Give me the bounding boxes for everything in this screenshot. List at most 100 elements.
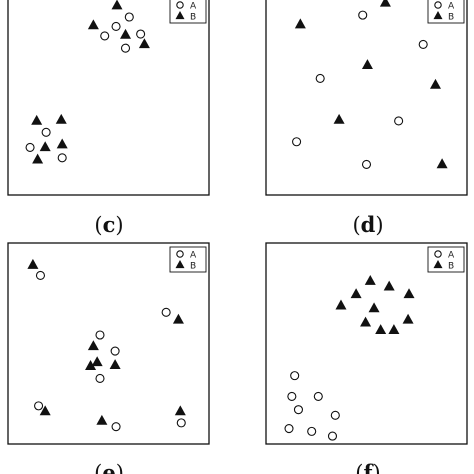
point-b-marker [383,280,395,291]
panel-f-points [284,274,415,441]
point-b-marker [96,414,108,425]
point-b-marker [402,313,414,324]
legend-box [427,246,465,273]
point-b-marker [120,28,132,39]
panel-c: AB (c) [7,0,210,237]
point-a-marker [327,431,338,441]
point-b-marker [172,313,184,324]
legend-b-icon [175,10,185,20]
panel-d-caption-letter: d [361,212,376,237]
legend-a-label: A [448,251,455,261]
point-a-marker [330,410,340,420]
panel-f: AB (f) [265,242,468,474]
point-b-marker [429,78,441,89]
point-a-marker [120,43,131,53]
panel-f-legend: AB [427,246,465,273]
panel-e-frame [7,242,210,445]
point-b-marker [55,113,67,124]
point-b-marker [335,299,347,310]
legend-box [169,246,207,273]
point-a-marker [292,137,302,147]
panel-c-caption-close: ) [115,213,123,237]
panel-c-frame [7,0,210,196]
point-a-marker [307,426,317,436]
legend-box [169,0,207,24]
legend-a-label: A [448,2,455,12]
point-a-marker [394,116,404,126]
panel-c-points [25,0,150,164]
panel-f-caption-close: ) [373,461,381,474]
point-a-marker [57,153,67,163]
point-a-marker [293,405,304,415]
point-a-marker [287,391,297,401]
panel-f-frame [265,242,468,445]
legend-b-icon [433,10,443,20]
point-b-marker [294,18,306,29]
panel-e-caption: (e) [94,460,124,474]
point-b-marker [91,356,103,367]
point-a-marker [284,423,294,434]
point-a-marker [361,159,372,169]
legend-b-label: B [448,262,454,272]
point-b-marker [56,138,68,149]
point-b-marker [388,324,400,335]
point-a-marker [41,127,51,137]
point-a-marker [95,373,105,384]
panel-d-legend: AB [427,0,465,24]
point-a-marker [110,346,120,356]
legend-a-label: A [190,251,197,261]
point-a-marker [111,21,121,32]
panel-c-legend: AB [169,0,207,24]
panel-e-caption-letter: e [102,460,115,474]
panel-e-caption-close: ) [116,461,124,474]
point-a-marker [95,330,105,340]
legend-a-icon [176,250,184,258]
point-b-marker [361,59,373,69]
point-b-marker [87,19,99,30]
point-b-marker [32,153,44,164]
point-a-marker [176,418,186,428]
point-a-marker [358,10,368,20]
point-a-marker [418,39,428,49]
point-b-marker [375,324,387,335]
point-b-marker [174,405,186,416]
legend-box [427,0,465,24]
panel-d: AB (d) [265,0,468,237]
point-a-marker [111,422,121,432]
point-a-marker [315,73,325,83]
panel-f-caption: (f) [355,460,380,474]
point-a-marker [25,142,35,152]
point-a-marker [124,12,134,22]
point-b-marker [364,274,376,285]
legend-b-icon [175,259,185,269]
panel-e-points [27,258,186,432]
panel-d-points [292,0,448,169]
point-a-marker [313,391,323,401]
panel-f-caption-letter: f [363,460,374,474]
panel-e-caption-open: ( [94,461,102,474]
legend-b-label: B [448,13,454,23]
legend-b-label: B [190,262,196,272]
point-b-marker [350,288,362,299]
point-b-marker [39,141,51,152]
point-b-marker [85,360,97,370]
point-a-marker [35,270,46,281]
point-b-marker [360,316,372,327]
legend-a-icon [434,1,442,9]
legend-a-icon [434,250,442,258]
point-a-marker [100,31,110,41]
legend-b-icon [433,259,443,269]
point-a-marker [34,401,44,411]
point-b-marker [436,158,448,169]
point-b-marker [368,302,380,313]
panel-e-legend: AB [169,246,207,273]
panel-c-caption: (c) [94,212,123,237]
legend-b-label: B [190,13,196,23]
panel-d-caption: (d) [352,212,383,237]
panel-c-caption-letter: c [103,212,116,237]
point-b-marker [333,113,345,124]
point-b-marker [109,359,121,369]
panel-e: AB (e) [7,242,210,474]
point-a-marker [290,371,300,381]
